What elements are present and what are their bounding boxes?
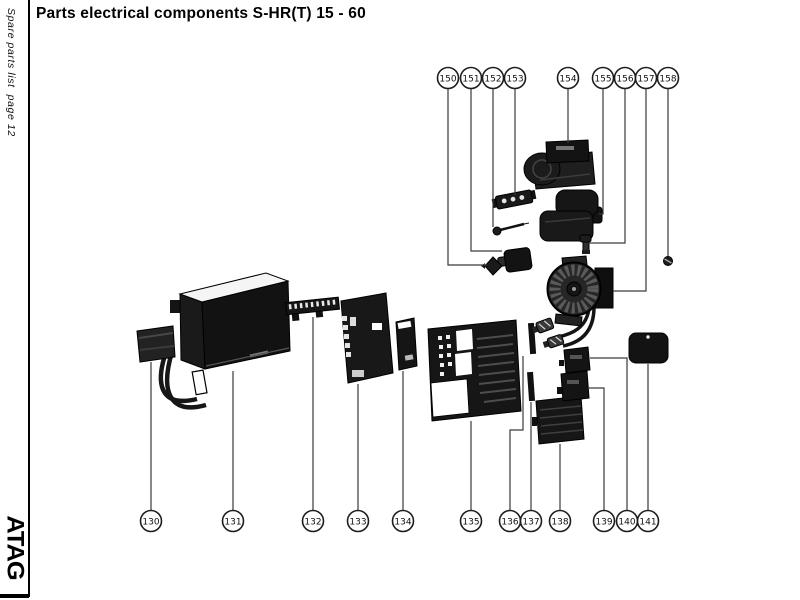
part-134-display-panel — [395, 317, 418, 371]
leader-line-155 — [599, 89, 604, 215]
callout-circle-151 — [459, 66, 483, 90]
leader-line-157 — [613, 89, 647, 292]
callout-number-151: 151 — [462, 74, 479, 84]
part-152-electrode — [492, 222, 530, 236]
part-153-ignition-block — [491, 189, 537, 210]
callout-circle-130 — [139, 509, 163, 533]
callout-circle-155 — [591, 66, 615, 90]
part-151-ignition-unit — [497, 247, 533, 273]
page-title: Parts electrical components S-HR(T) 15 -… — [36, 5, 366, 22]
callout-number-136: 136 — [501, 517, 518, 527]
leader-line-136 — [509, 356, 524, 510]
atag-logo: ATAG — [1, 515, 29, 580]
callout-circle-150 — [436, 66, 460, 90]
leader-line-156 — [589, 89, 626, 244]
callout-number-152: 152 — [484, 74, 501, 84]
callout-number-155: 155 — [594, 74, 611, 84]
callout-circle-158 — [656, 66, 680, 90]
part-156-sensor-plug — [579, 234, 592, 254]
callout-number-137: 137 — [522, 517, 539, 527]
callout-circle-133 — [346, 509, 370, 533]
page-edge-mark — [0, 594, 29, 598]
callout-circle-153 — [503, 66, 527, 90]
callout-number-158: 158 — [659, 74, 676, 84]
callout-number-154: 154 — [559, 74, 576, 84]
callout-number-153: 153 — [506, 74, 523, 84]
part-154-fan — [523, 139, 596, 190]
callout-circle-152 — [481, 66, 505, 90]
callout-number-157: 157 — [637, 74, 654, 84]
callout-number-134: 134 — [394, 517, 411, 527]
pump-plug-2 — [542, 334, 565, 349]
callout-circle-141 — [636, 509, 660, 533]
callout-number-131: 131 — [224, 517, 241, 527]
callout-number-150: 150 — [439, 74, 456, 84]
callout-number-133: 133 — [349, 517, 366, 527]
callout-number-132: 132 — [304, 517, 321, 527]
callout-number-156: 156 — [616, 74, 633, 84]
callout-number-135: 135 — [462, 517, 479, 527]
callout-circle-135 — [459, 509, 483, 533]
callout-circle-132 — [301, 509, 325, 533]
part-158-screw — [663, 256, 673, 266]
leader-line-151 — [470, 89, 502, 252]
part-135-control-panel — [427, 319, 522, 422]
callout-number-141: 141 — [639, 517, 656, 527]
part-140-relay — [559, 346, 591, 374]
part-132-terminal-strip — [284, 296, 341, 322]
callouts-layer: 150 151 152 153 154 155 156 157 158 130 131 132 133 1… — [139, 66, 680, 533]
leader-line-140 — [590, 357, 628, 510]
leader-line-150 — [447, 89, 487, 266]
part-133-pcb — [340, 292, 394, 384]
sidebar-page-label: Spare parts list page 12 — [5, 8, 17, 137]
callout-number-138: 138 — [551, 517, 568, 527]
part-157-pump — [531, 255, 614, 349]
callout-circle-134 — [391, 509, 415, 533]
part-155-gas-valve — [539, 189, 603, 242]
sidebar-divider — [28, 0, 30, 597]
callout-circle-138 — [548, 509, 572, 533]
callout-circle-131 — [221, 509, 245, 533]
part-138-transformer-box — [532, 395, 585, 445]
part-131-controls-housing — [170, 272, 291, 370]
part-139-relay — [557, 370, 590, 402]
part-141-cover-box — [628, 332, 669, 364]
callout-circle-139 — [592, 509, 616, 533]
callout-number-139: 139 — [595, 517, 612, 527]
callout-circle-154 — [556, 66, 580, 90]
callout-circle-157 — [634, 66, 658, 90]
callout-number-140: 140 — [618, 517, 635, 527]
leader-lines-layer — [150, 89, 669, 510]
pump-plug-1 — [531, 317, 555, 334]
part-130-transformer — [136, 325, 208, 410]
callout-number-130: 130 — [142, 517, 159, 527]
part-137-strip — [527, 371, 536, 402]
leader-line-139 — [588, 387, 605, 510]
callout-circle-137 — [519, 509, 543, 533]
